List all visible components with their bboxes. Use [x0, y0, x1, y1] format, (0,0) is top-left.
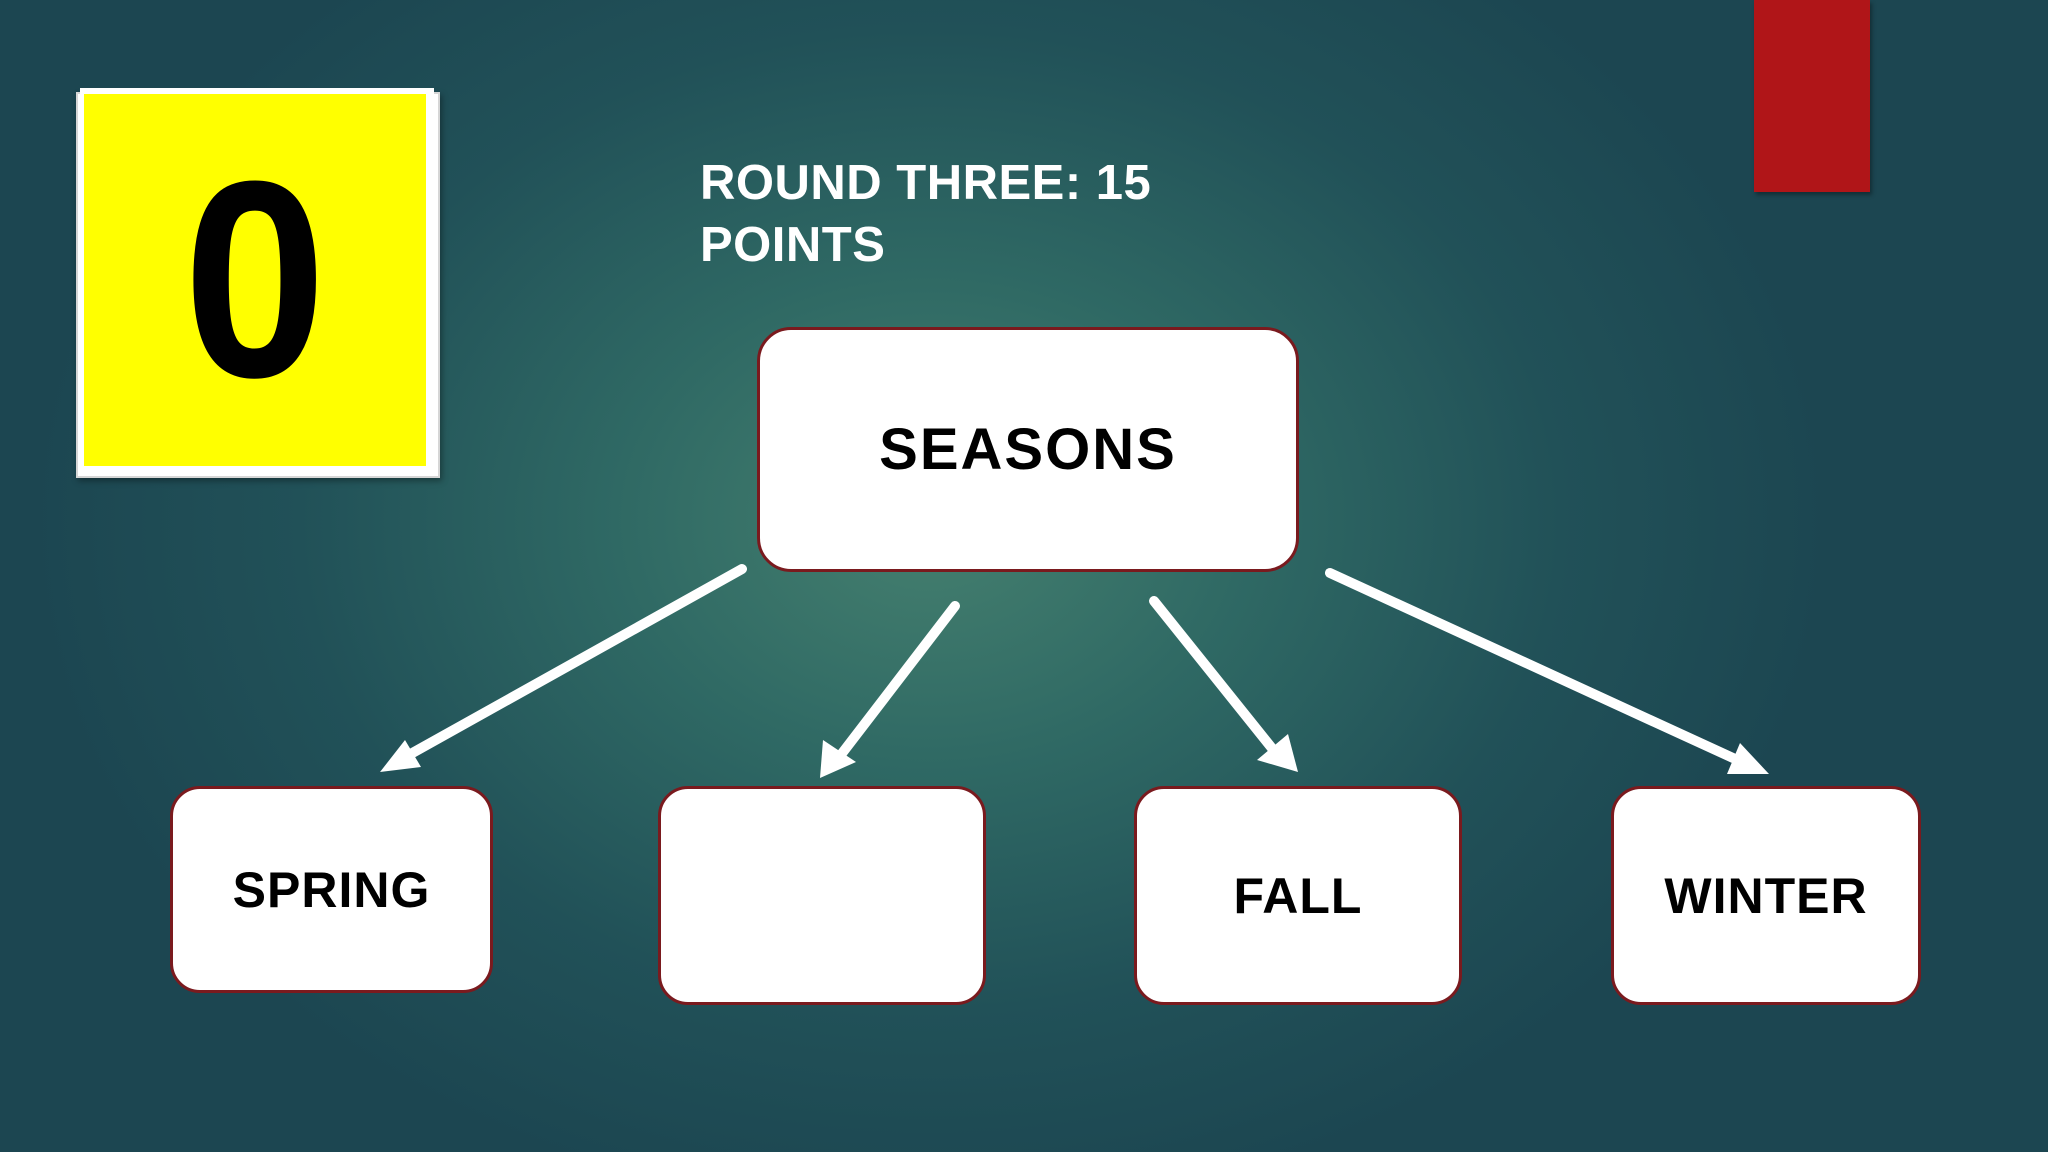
arrow-line-spring — [402, 564, 747, 761]
winter-box[interactable]: WINTER — [1611, 786, 1921, 1005]
score-value: 0 — [183, 124, 327, 436]
red-tab — [1754, 0, 1870, 192]
arrowhead-winter — [1727, 743, 1769, 774]
blank-answer-box[interactable] — [658, 786, 986, 1005]
arrowhead-blank — [820, 740, 856, 778]
arrowhead-fall — [1257, 734, 1298, 772]
seasons-box[interactable]: SEASONS — [757, 327, 1299, 572]
fall-box[interactable]: FALL — [1134, 786, 1462, 1005]
round-title: ROUND THREE: 15 POINTS — [700, 156, 1152, 272]
arrow-line-winter — [1325, 568, 1738, 763]
arrowhead-spring — [380, 740, 421, 772]
score-card-stack: 0 — [72, 88, 440, 478]
score-card[interactable]: 0 — [84, 94, 426, 466]
spring-box[interactable]: SPRING — [170, 786, 493, 993]
arrow-line-blank — [835, 601, 960, 761]
arrow-line-fall — [1149, 596, 1280, 757]
